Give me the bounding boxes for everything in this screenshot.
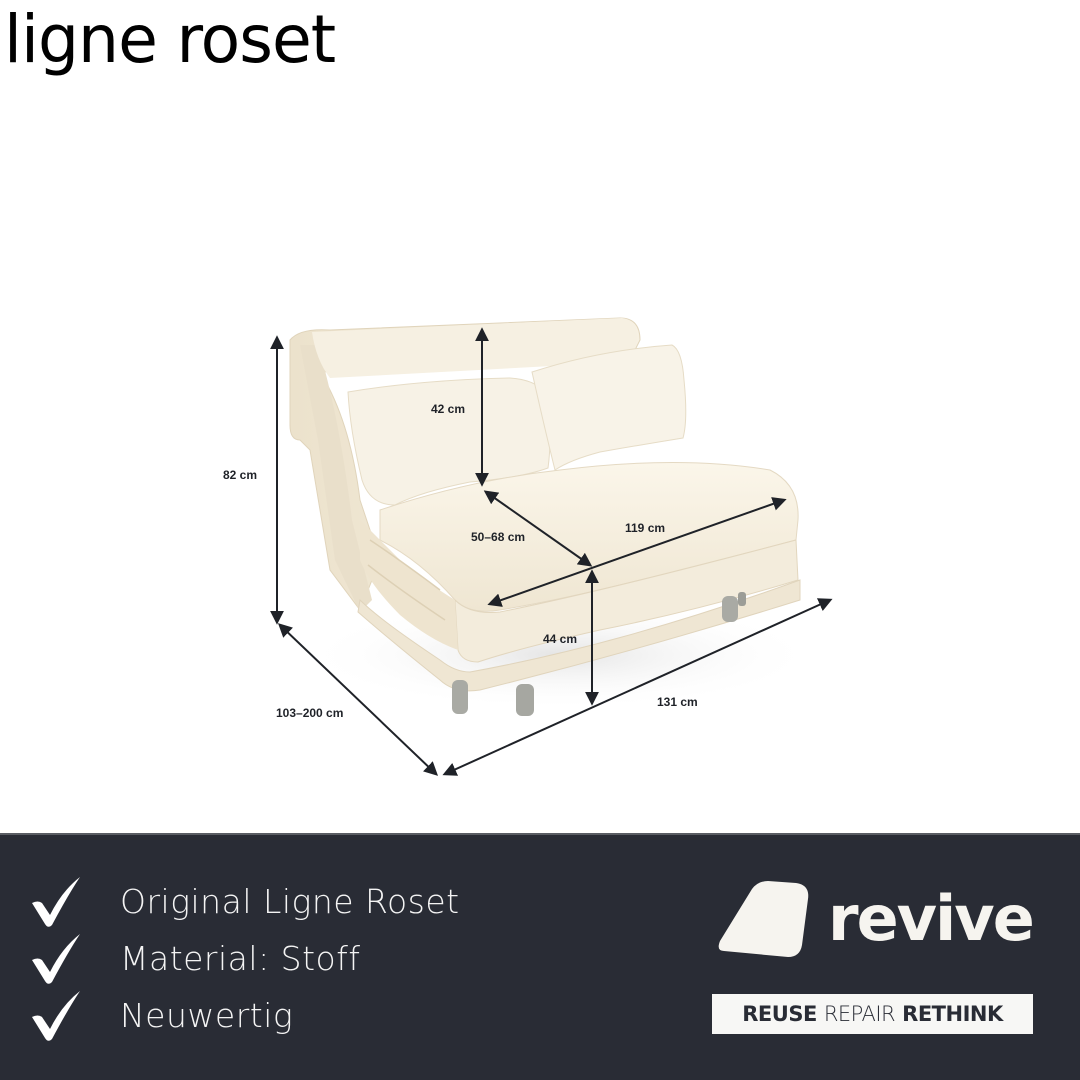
checkmark-icon (32, 877, 80, 927)
product-image: 82 cm 42 cm 50–68 cm 119 cm 44 cm 103–20… (223, 317, 833, 776)
feature-label: Original Ligne Roset (120, 881, 460, 921)
feature-label: Material: Stoff (120, 938, 361, 978)
ligne-roset-logo: ligne roset (4, 1, 336, 78)
checkmark-icon (32, 991, 80, 1041)
tagline-repair: REPAIR (823, 1002, 896, 1026)
seat-depth-label: 50–68 cm (471, 530, 526, 544)
checkmark-icon (32, 934, 80, 984)
depth-arrow (277, 623, 439, 776)
width-arrow (442, 598, 833, 776)
total-height-label: 82 cm (223, 468, 258, 482)
sofa-illustration (270, 317, 833, 776)
depth-label: 103–200 cm (276, 706, 344, 720)
tagline-reuse: REUSE (742, 1002, 817, 1026)
revive-logo-mark-icon (718, 881, 809, 957)
backrest-height-label: 42 cm (431, 402, 466, 416)
tagline-rethink: RETHINK (902, 1002, 1003, 1026)
seat-height-label: 44 cm (543, 632, 578, 646)
revive-wordmark: revive (828, 882, 1035, 955)
seat-width-label: 119 cm (625, 521, 666, 535)
features-footer: Original Ligne Roset Material: Stoff Neu… (0, 833, 1080, 1080)
revive-tagline: REUSE REPAIR RETHINK (712, 994, 1033, 1034)
feature-item-original: Original Ligne Roset (28, 873, 460, 929)
width-label: 131 cm (657, 695, 698, 709)
feature-label: Neuwertig (120, 995, 294, 1035)
feature-item-material: Material: Stoff (28, 930, 360, 986)
seat-width-arrow (487, 497, 787, 607)
feature-item-condition: Neuwertig (28, 987, 293, 1043)
